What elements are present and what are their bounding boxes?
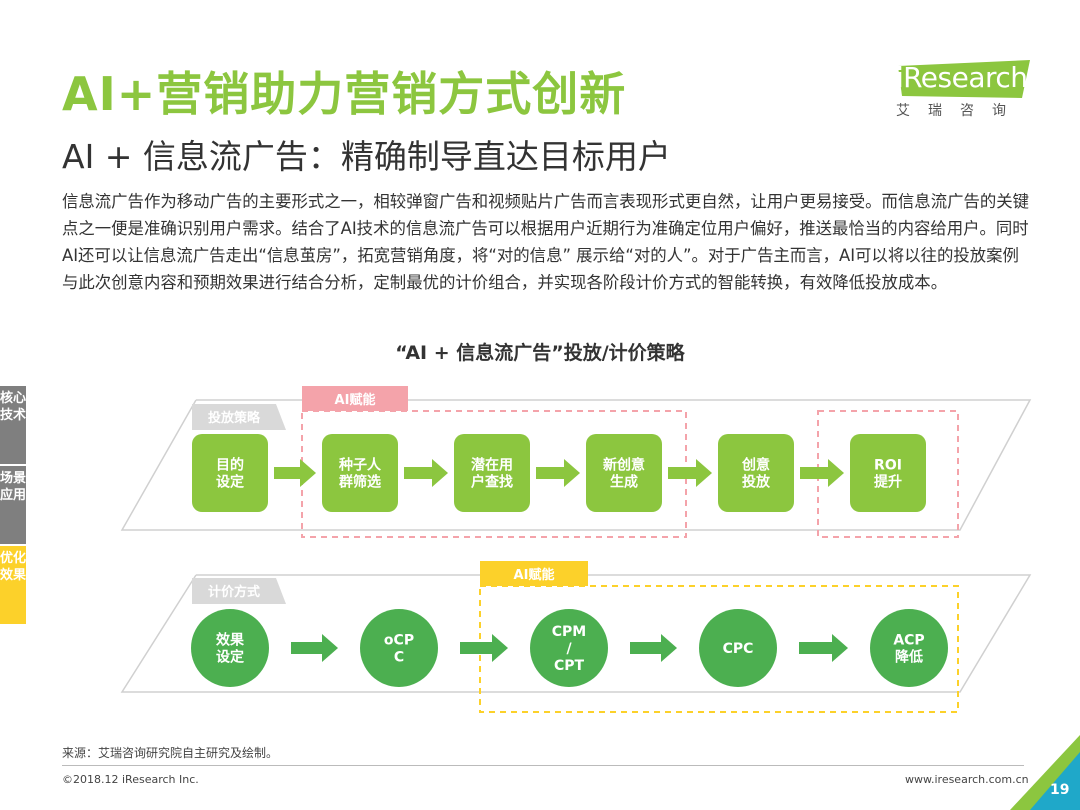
node-label-line: oCP (384, 633, 414, 649)
side-tab-label: 优化效果 (0, 551, 27, 583)
flow-arrow-row1 (274, 459, 316, 487)
node-label-line: 设定 (216, 474, 244, 491)
flow-arrow-row2 (799, 634, 848, 662)
flow-node-row2 (191, 609, 269, 687)
node-label-line: 提升 (874, 474, 902, 491)
node-label-line: 户查找 (471, 474, 513, 491)
flow-node-row2 (360, 609, 438, 687)
diagram-title: “AI + 信息流广告”投放/计价策略 (395, 342, 685, 364)
source-note: 来源：艾瑞咨询研究院自主研究及绘制。 (62, 746, 279, 760)
iresearch-logo: iResearch 艾瑞咨询 (890, 56, 1030, 126)
node-label-line: 降低 (895, 649, 923, 666)
node-label-line: / (566, 641, 572, 657)
flow-node-row1 (454, 434, 530, 512)
node-label-line: 创意 (741, 457, 770, 474)
logo-subtext: 艾瑞咨询 (896, 103, 1024, 119)
node-label-line: 群筛选 (338, 474, 381, 491)
node-label-line: 新创意 (603, 457, 645, 474)
flow-node-row1 (586, 434, 662, 512)
row1-ai-tag-bg (302, 386, 408, 411)
row1-ai-tag: AI赋能 (335, 392, 376, 408)
node-label-line: 种子人 (338, 457, 382, 474)
flow-arrow-row1 (536, 459, 580, 487)
website-link[interactable]: www.iresearch.com.cn (905, 773, 1029, 786)
row2-tab-bg (192, 578, 286, 604)
node-label-line: CPT (554, 658, 585, 674)
flow-node-row1 (850, 434, 926, 512)
page-subtitle: AI + 信息流广告：精确制导直达目标用户 (62, 137, 671, 176)
flow-arrow-row1 (800, 459, 844, 487)
flow-arrow-row1 (404, 459, 448, 487)
flow-arrow-row2 (291, 634, 338, 662)
page-number: 19 (1050, 782, 1070, 798)
row2-frame (120, 574, 1032, 693)
node-label-line: 效果 (216, 632, 245, 649)
footer-divider (62, 765, 1024, 766)
flow-node-row1 (192, 434, 268, 512)
flow-node-row2 (699, 609, 777, 687)
corner-decoration-blue (1030, 752, 1080, 810)
row1-frame (120, 399, 1032, 531)
node-label-line: C (394, 650, 404, 666)
flow-node-row2 (530, 609, 608, 687)
flow-arrow-row1 (668, 459, 712, 487)
node-label-line: 生成 (610, 474, 638, 491)
node-label-line: CPM (552, 624, 586, 640)
node-label-line: ROI (874, 458, 902, 474)
page-title: AI+营销助力营销方式创新 (62, 67, 627, 121)
node-label-line: 潜在用 (471, 457, 513, 474)
row2-tab-label: 计价方式 (208, 584, 260, 600)
node-label-line: ACP (893, 633, 924, 649)
copyright: ©2018.12 iResearch Inc. (62, 773, 199, 786)
node-label-line: CPC (723, 641, 754, 657)
side-tab-scenario[interactable]: 场景应用 (0, 466, 26, 544)
row2-ai-tag: AI赋能 (514, 567, 555, 583)
side-tab-label: 场景应用 (0, 471, 27, 503)
node-label-line: 投放 (742, 474, 771, 491)
side-tab-core-tech[interactable]: 核心技术 (0, 386, 26, 464)
side-tab-optimization[interactable]: 优化效果 (0, 546, 26, 624)
row1-roi-box (817, 410, 959, 538)
flow-node-row2 (870, 609, 948, 687)
flow-node-row1 (718, 434, 794, 512)
flow-node-row1 (322, 434, 398, 512)
row1-tab-label: 投放策略 (208, 410, 261, 426)
row2-ai-tag-bg (480, 561, 588, 586)
logo-banner-shape (898, 60, 1030, 98)
logo-wordmark: iResearch (894, 61, 1028, 94)
node-label-line: 设定 (216, 649, 244, 666)
node-label-line: 目的 (216, 457, 244, 474)
side-tab-label: 核心技术 (0, 391, 27, 423)
flow-arrow-row2 (630, 634, 677, 662)
flow-arrow-row2 (460, 634, 508, 662)
row1-tab-bg (192, 404, 286, 430)
intro-paragraph: 信息流广告作为移动广告的主要形式之一，相较弹窗广告和视频贴片广告而言表现形式更自… (62, 192, 1030, 292)
